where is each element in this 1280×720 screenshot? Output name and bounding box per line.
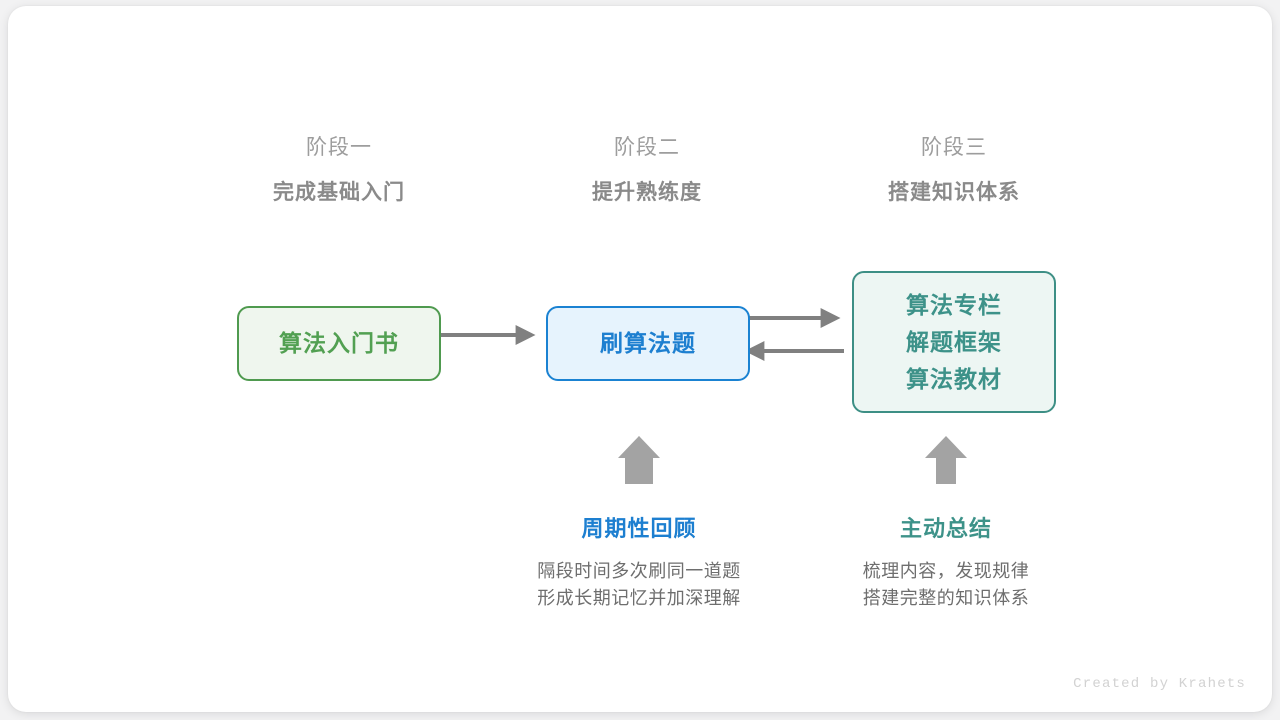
stage-label-1: 阶段一	[306, 136, 372, 159]
node-practice-problems[interactable]: 刷算法题	[546, 306, 750, 381]
node-resources-line-1: 算法专栏	[906, 291, 1002, 318]
node-algorithm-intro-book[interactable]: 算法入门书	[237, 306, 441, 381]
up-arrow-summary-glyph	[925, 436, 967, 484]
method-desc-review-line-2: 形成长期记忆并加深理解	[537, 588, 741, 608]
node-book-line-1: 算法入门书	[279, 330, 399, 356]
credit-text: Created by Krahets	[1073, 676, 1246, 692]
method-desc-review-line-1: 隔段时间多次刷同一道题	[537, 561, 741, 581]
method-title-summary: 主动总结	[899, 516, 992, 541]
stage-label-3: 阶段三	[921, 136, 987, 159]
stage-title-2: 提升熟练度	[592, 181, 702, 204]
node-resources-line-2: 解题框架	[906, 328, 1002, 355]
up-arrow-review-icon	[625, 436, 653, 484]
method-block-summary: 主动总结 梳理内容，发现规律 搭建完整的知识体系	[796, 514, 1096, 612]
method-title-review: 周期性回顾	[581, 516, 697, 541]
method-desc-summary-line-1: 梳理内容，发现规律	[862, 561, 1030, 581]
method-desc-summary: 梳理内容，发现规律 搭建完整的知识体系	[796, 558, 1096, 612]
method-block-review: 周期性回顾 隔段时间多次刷同一道题 形成长期记忆并加深理解	[489, 514, 789, 612]
stage-label-2: 阶段二	[614, 136, 680, 159]
stage-column-2: 阶段二 提升熟练度	[517, 134, 777, 208]
node-learning-resources[interactable]: 算法专栏 解题框架 算法教材	[852, 271, 1056, 413]
stage-title-3: 搭建知识体系	[888, 181, 1020, 204]
stage-column-3: 阶段三 搭建知识体系	[824, 134, 1084, 208]
stage-column-1: 阶段一 完成基础入门	[209, 134, 469, 208]
up-arrow-review-glyph	[618, 436, 660, 484]
node-practice-line-1: 刷算法题	[600, 330, 696, 356]
method-desc-summary-line-2: 搭建完整的知识体系	[862, 588, 1030, 608]
diagram-card: 阶段一 完成基础入门 阶段二 提升熟练度 阶段三 搭建知识体系 算法入门书 刷算…	[8, 6, 1272, 712]
method-desc-review: 隔段时间多次刷同一道题 形成长期记忆并加深理解	[489, 558, 789, 612]
stage-title-1: 完成基础入门	[273, 181, 405, 204]
node-resources-line-3: 算法教材	[906, 365, 1002, 392]
